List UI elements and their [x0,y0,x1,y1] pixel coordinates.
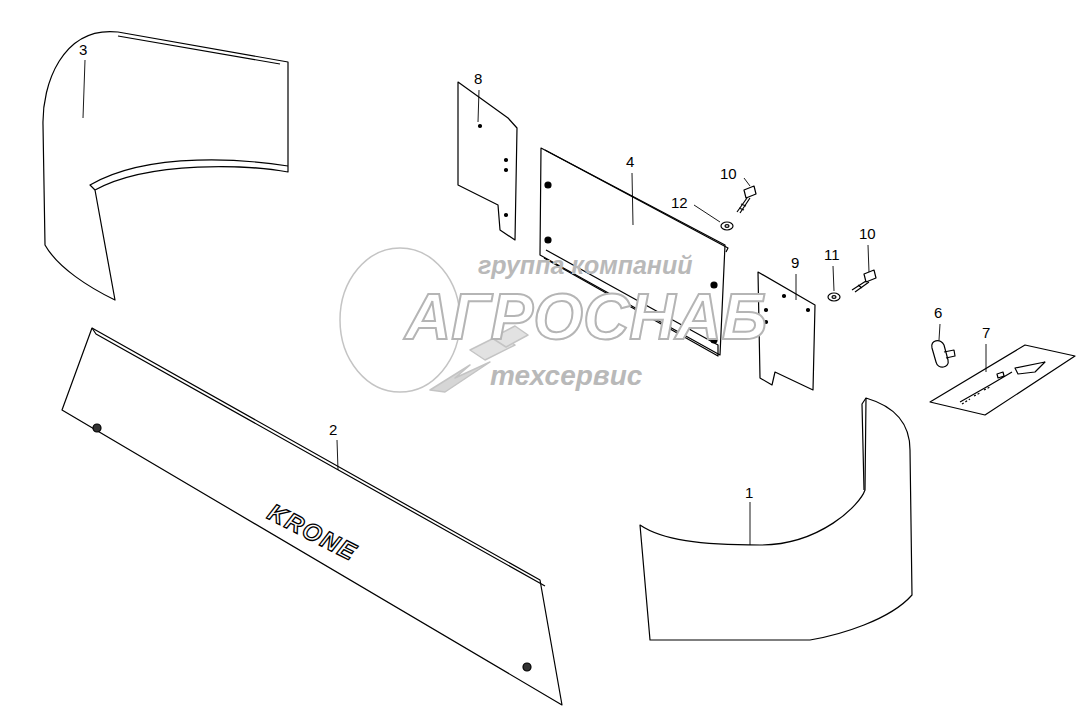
callout-number: 8 [473,71,483,86]
plate-8 [458,82,517,240]
callout-number: 10 [719,166,738,181]
sticker [930,345,1075,415]
callout-number: 6 [933,305,943,320]
callout-number: 9 [790,255,800,270]
leader-line [83,60,986,545]
washer [828,293,840,301]
shell-left [43,32,288,300]
bolt [737,186,756,213]
callout-number: 7 [981,325,991,340]
clip [932,341,948,367]
shell-right [640,398,912,640]
watermark: техсервис [490,362,642,390]
callout-number: 4 [625,154,635,169]
bolt [852,270,876,292]
washer [721,222,733,230]
callout-number: 12 [670,195,689,210]
callout-number: 3 [78,42,88,57]
callout-number: 2 [328,422,338,437]
watermark: группа компаний [478,253,693,278]
callout-number: 11 [823,247,841,262]
watermark: АГРОСНАБ [405,285,767,349]
panel-front [62,328,562,705]
callout-number: 1 [744,485,754,500]
callout-number: 10 [858,226,877,241]
